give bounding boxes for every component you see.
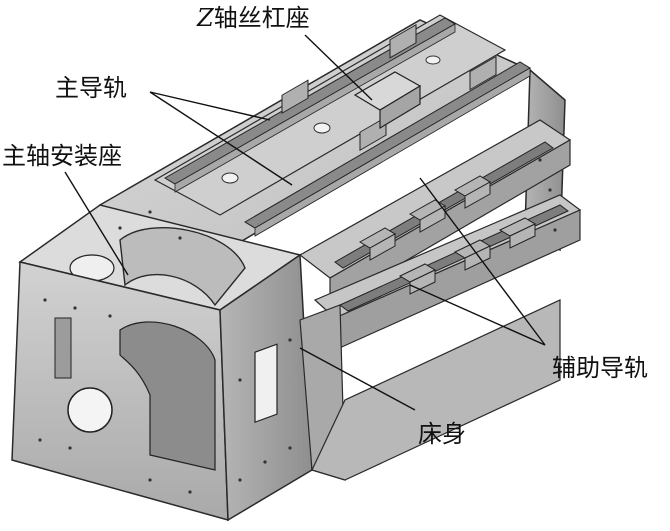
label-z-screw-seat: Z轴丝杠座 (197, 6, 310, 30)
front-large-hole (67, 387, 113, 433)
bed-body-base (311, 299, 561, 481)
leader-spindle-seat (64, 171, 129, 276)
label-main-guide: 主导轨 (55, 74, 127, 102)
leader-bed (299, 347, 416, 411)
front-arch-cavity (119, 321, 216, 471)
leader-aux-guide-lower (409, 284, 546, 346)
label-z-prefix: Z (197, 4, 214, 32)
front-slot (54, 317, 72, 379)
top-mounting-holes (221, 55, 441, 184)
z-screw-seat-block (353, 71, 422, 130)
leader-z-screw-seat (304, 34, 373, 101)
main-rail-carriages (281, 24, 497, 151)
aux-rail-carriages (359, 175, 537, 295)
main-guide-rail-rear (164, 17, 456, 193)
bolt-holes (38, 158, 557, 494)
spindle-cradle (119, 227, 246, 307)
leader-aux-guide-upper (419, 177, 546, 346)
label-aux-guide: 辅助导轨 (552, 354, 648, 382)
label-z-text: 轴丝杠座 (213, 4, 310, 32)
side-window (254, 343, 278, 424)
main-guide-rail-front (244, 61, 531, 237)
leader-main-guide-rear (149, 91, 271, 121)
label-spindle-seat: 主轴安装座 (2, 142, 122, 170)
leader-main-guide-front (149, 91, 293, 186)
leader-lines (64, 34, 546, 411)
upper-rail-platform (153, 14, 507, 216)
label-bed: 床身 (418, 420, 466, 448)
